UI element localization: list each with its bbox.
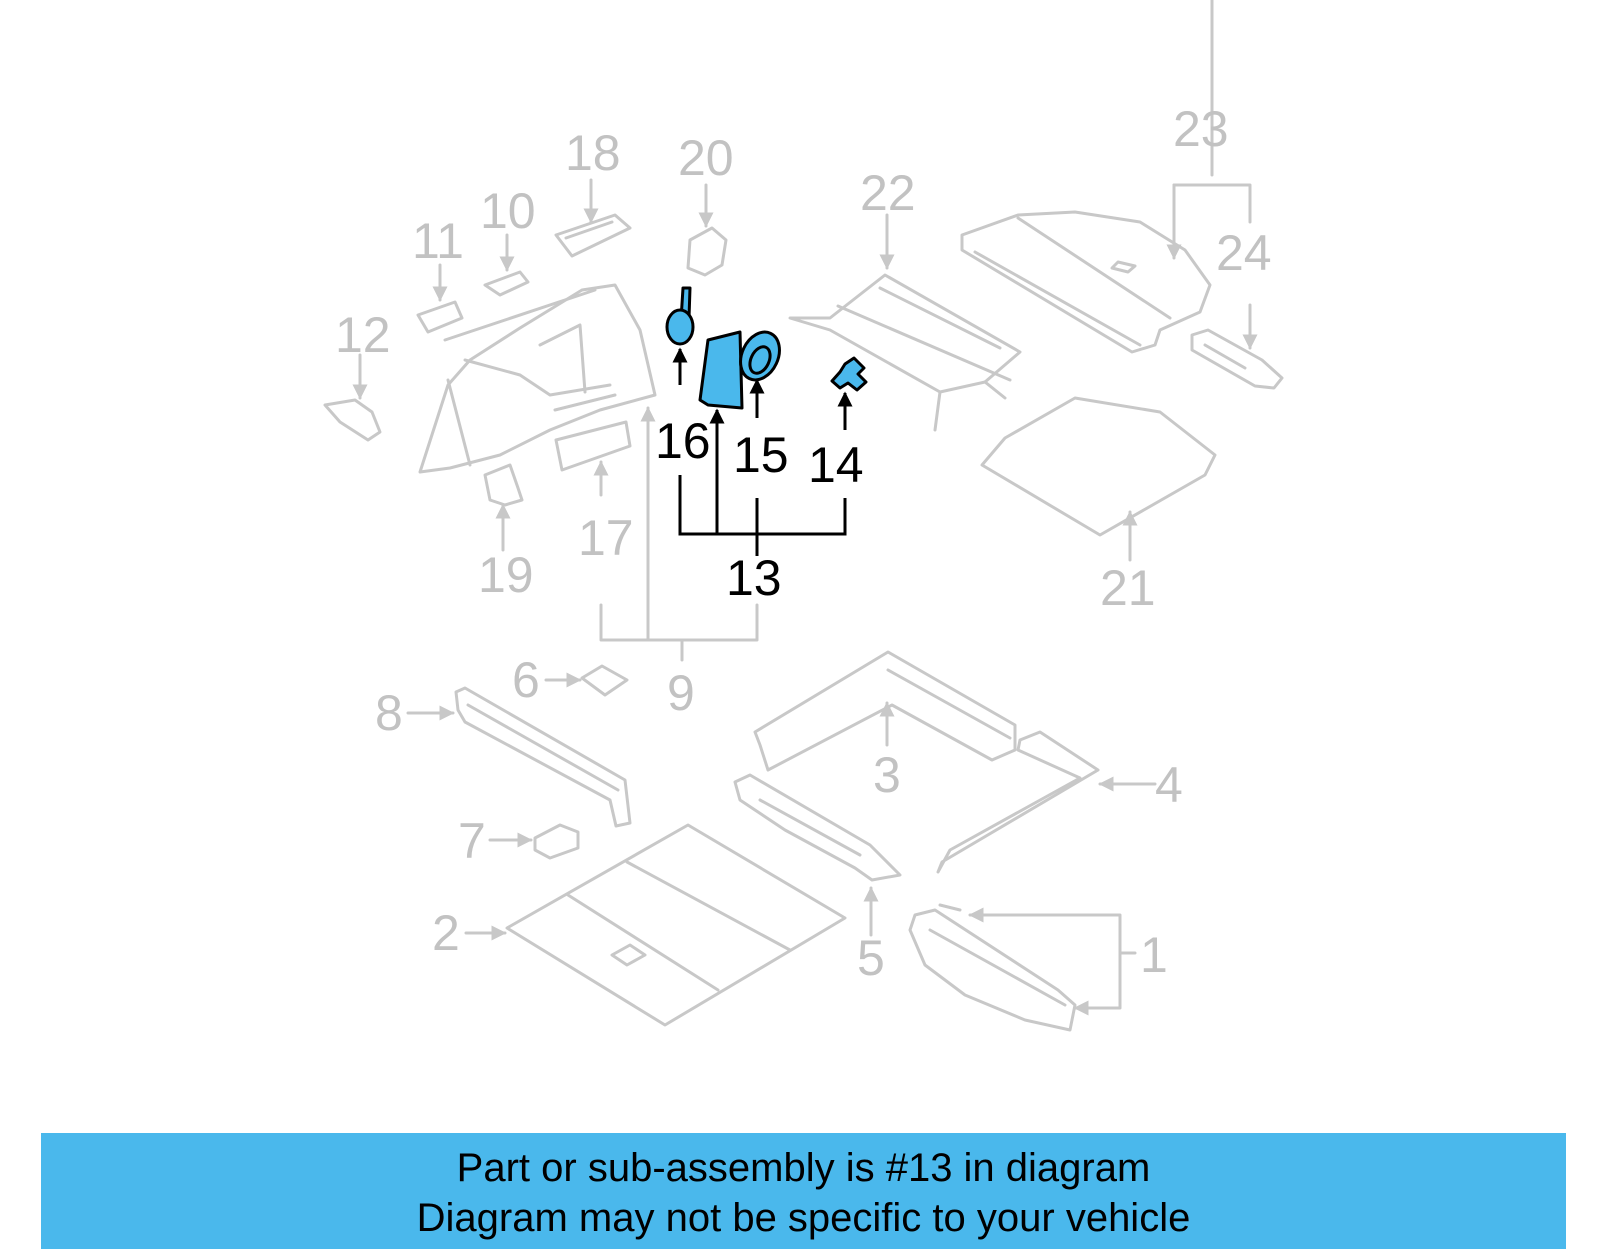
part-4-side-trim[interactable] <box>936 730 1100 874</box>
part-20-cap[interactable] <box>686 226 728 277</box>
part-19-hook[interactable] <box>483 463 524 507</box>
callout-3: 3 <box>873 747 901 803</box>
callout-1: 1 <box>1140 927 1168 983</box>
callout-4: 4 <box>1155 757 1183 813</box>
info-banner: Part or sub-assembly is #13 in diagram D… <box>41 1133 1566 1249</box>
part-16-hook[interactable] <box>665 286 695 346</box>
callout-21: 21 <box>1100 560 1156 616</box>
callout-16: 16 <box>655 413 711 469</box>
callout-2: 2 <box>432 905 460 961</box>
banner-line-2: Diagram may not be specific to your vehi… <box>416 1196 1191 1240</box>
callout-5: 5 <box>857 930 885 986</box>
callouts: 18 20 10 11 12 22 23 24 21 17 19 9 6 8 7… <box>335 101 1272 986</box>
callout-20: 20 <box>678 130 734 186</box>
callout-15: 15 <box>733 427 789 483</box>
gray-leaders <box>352 0 1258 1016</box>
part-1-scuff-plate[interactable] <box>908 903 1077 1032</box>
callout-22: 22 <box>860 165 916 221</box>
callout-18: 18 <box>565 125 621 181</box>
part-8-rail[interactable] <box>454 686 632 828</box>
callout-12: 12 <box>335 307 391 363</box>
part-16-trim-panel[interactable] <box>698 330 744 410</box>
callout-19: 19 <box>478 547 534 603</box>
part-2-floor-board[interactable] <box>505 823 847 1027</box>
part-23-cargo-cover[interactable] <box>960 210 1212 354</box>
callout-10: 10 <box>480 183 536 239</box>
part-14-clip[interactable] <box>830 356 868 392</box>
callout-6: 6 <box>512 652 540 708</box>
callout-23: 23 <box>1173 101 1229 157</box>
callout-24: 24 <box>1216 225 1272 281</box>
part-11-trim-piece[interactable] <box>416 300 464 334</box>
part-21-cargo-mat[interactable] <box>980 396 1217 537</box>
part-5-rear-sill[interactable] <box>733 773 902 882</box>
part-6-clip[interactable] <box>580 664 629 697</box>
sub-assembly-13-leaders <box>672 347 853 556</box>
part-7-block[interactable] <box>533 823 580 860</box>
part-12-clip[interactable] <box>323 398 382 442</box>
callout-7: 7 <box>458 813 486 869</box>
part-10-trim-piece[interactable] <box>483 270 530 297</box>
part-15-cover[interactable] <box>733 326 787 387</box>
callout-8: 8 <box>375 685 403 741</box>
callout-11: 11 <box>412 213 464 269</box>
banner-line-1: Part or sub-assembly is #13 in diagram <box>456 1146 1151 1190</box>
part-17-net-pocket[interactable] <box>554 420 632 472</box>
callout-17: 17 <box>578 510 634 566</box>
callout-14: 14 <box>808 437 864 493</box>
callout-9: 9 <box>667 665 695 721</box>
part-22-cargo-net[interactable] <box>788 273 1022 432</box>
callout-13: 13 <box>726 550 782 606</box>
part-3-sill-trim[interactable] <box>753 650 1017 772</box>
part-24-cover-bracket[interactable] <box>1190 328 1284 390</box>
part-9-quarter-trim[interactable] <box>418 283 657 474</box>
part-18-tray[interactable] <box>554 213 632 258</box>
